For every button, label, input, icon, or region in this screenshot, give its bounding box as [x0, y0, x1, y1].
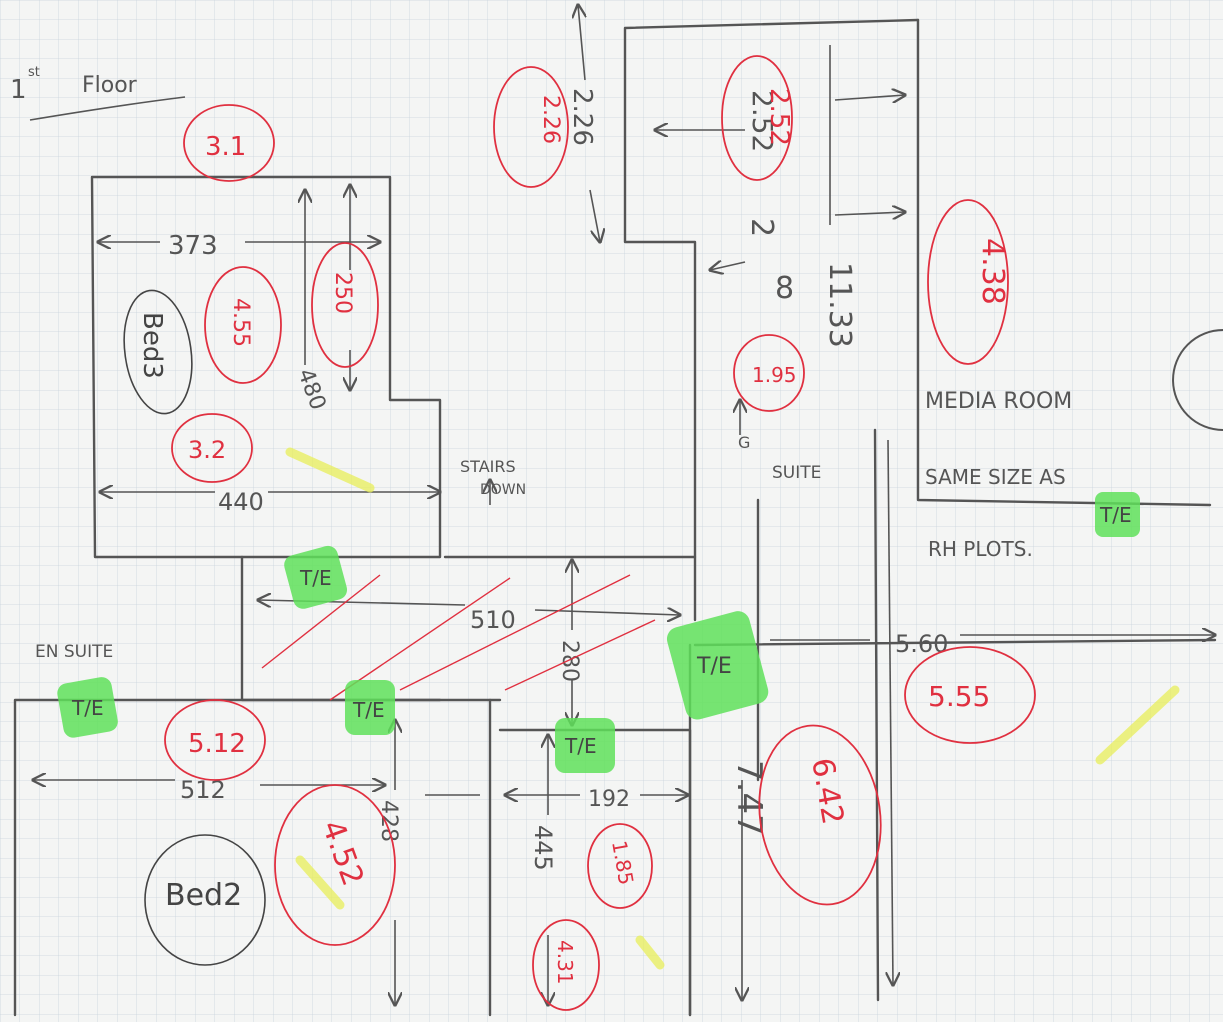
wall-storage: [623, 18, 920, 622]
bed3-area-main: 4.55: [228, 298, 253, 347]
svg-text:T/E: T/E: [352, 698, 385, 722]
media-room-note-line2: RH PLOTS.: [928, 537, 1033, 561]
title-superscript: st: [28, 65, 40, 80]
bath-area-bottom-circle: [532, 919, 600, 1011]
wall-bed3: [90, 175, 442, 559]
gf-suite-area: 5.55: [928, 680, 990, 713]
bed3-area-lower: 3.2: [188, 436, 226, 464]
bed2-area-main-circle: [274, 784, 396, 946]
gf-suite-area-circle: [904, 646, 1036, 744]
dim-corridor-small: 8: [775, 271, 794, 306]
wall-gfsuite: [873, 428, 880, 1002]
svg-text:T/E: T/E: [1099, 503, 1132, 527]
dim-bed3-width-bottom: 440: [218, 488, 264, 516]
gf-suite-label-line1: G: [738, 433, 750, 452]
te-marker-3: T/E: [345, 680, 395, 735]
media-room-area-circle: [927, 199, 1009, 365]
bed3-name: Bed3: [137, 312, 167, 379]
bed2-area-top-circle: [164, 699, 266, 781]
edge-circle: [1172, 329, 1223, 431]
bed3-area-right-circle: [311, 242, 379, 368]
title-underline: [29, 96, 186, 121]
dim-corridor-length: 11.33: [822, 262, 857, 348]
wall-corridor-right: [916, 18, 1212, 507]
svg-text:T/E: T/E: [564, 734, 597, 758]
bed3-name-circle: [123, 289, 193, 415]
svg-text:T/E: T/E: [71, 696, 104, 720]
room-names: [123, 289, 266, 966]
corridor-area-circle: [733, 334, 805, 412]
gf-suite-label-line2: SUITE: [772, 463, 821, 483]
media-room-label: MEDIA ROOM: [925, 389, 1072, 414]
te-markers: T/E T/E T/E T/E T/E T/E: [57, 492, 1140, 773]
dim-gf-suite-width: 5.60: [895, 630, 948, 658]
sheet-title: 1 st Floor: [10, 65, 138, 105]
te-marker-6: T/E: [1095, 492, 1140, 537]
upper-room-area-circle: [721, 55, 793, 181]
te-marker-2: T/E: [57, 677, 118, 738]
bed2-name: Bed2: [165, 878, 242, 913]
storage-area-circle: [493, 66, 569, 188]
ensuite-label: EN SUITE: [35, 642, 113, 662]
corridor-area: 1.95: [752, 363, 797, 387]
red-strokes: [261, 574, 656, 701]
stairs-label-line1: STAIRS: [460, 457, 516, 476]
upper-room-area: 2.52: [764, 88, 794, 146]
dim-storage-height: 2.26: [567, 88, 597, 146]
big-room-area-circle: [758, 724, 882, 906]
bed3-area-top-circle: [183, 104, 275, 182]
stairs-label-line2: DOWN: [480, 482, 526, 498]
bed3-area-lower-circle: [171, 413, 253, 483]
walls: [13, 18, 1217, 1017]
title-word: Floor: [82, 73, 138, 98]
dim-big-room-height: 7.47: [729, 760, 769, 836]
media-room-note-line1: SAME SIZE AS: [925, 465, 1066, 489]
area-circles: [164, 55, 1036, 1011]
dimension-lines: [33, 5, 1215, 1005]
title-ordinal: 1: [10, 75, 27, 105]
bed3-area-main-circle: [204, 266, 282, 384]
dim-bed3-width-top: 373: [168, 231, 218, 261]
wall-middle-h: [693, 638, 1217, 647]
bath-area-top-circle: [587, 823, 653, 909]
svg-text:T/E: T/E: [696, 654, 732, 679]
storage-area: 2.26: [538, 95, 563, 144]
media-room-area: 4.38: [975, 238, 1010, 305]
dim-corridor-width: 2: [744, 218, 779, 237]
bed2-area-top: 5.12: [188, 729, 246, 759]
bed3-area-right: 250: [330, 272, 355, 314]
dim-bed2-height: 428: [376, 800, 401, 842]
te-marker-4: T/E: [555, 718, 615, 773]
yellow-highlights: [285, 447, 1180, 970]
dim-bath-height: 445: [529, 825, 557, 871]
dim-landing-height: 280: [557, 640, 582, 682]
bed3-area-top: 3.1: [205, 132, 246, 162]
te-marker-1: T/E: [284, 545, 348, 609]
dim-landing-width: 510: [470, 606, 516, 634]
svg-text:T/E: T/E: [299, 566, 332, 590]
dim-bath-width: 192: [588, 787, 630, 812]
bed2-name-circle: [144, 834, 266, 966]
bath-area-bottom: 4.31: [553, 940, 577, 985]
pencil-labels: 373 440 480 STAIRS DOWN 510 280 EN SUITE…: [35, 88, 1072, 871]
te-marker-5: T/E: [666, 611, 769, 720]
dim-upper-room-height: 2.52: [746, 90, 779, 152]
